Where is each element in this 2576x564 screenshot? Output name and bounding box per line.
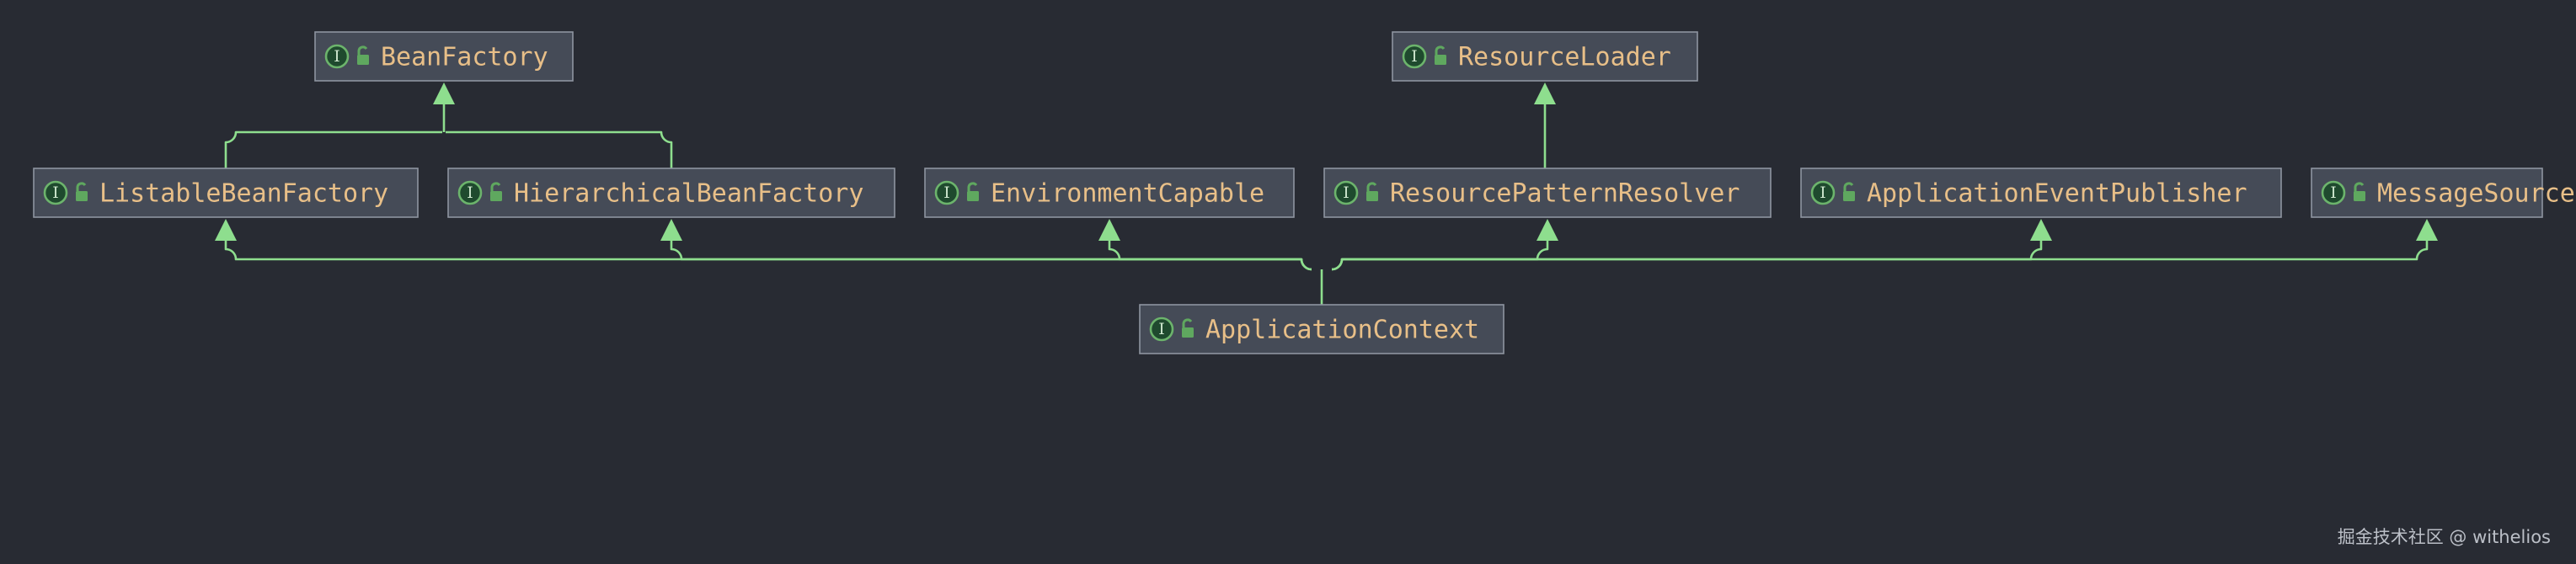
node-label: HierarchicalBeanFactory bbox=[514, 179, 863, 209]
node-label: BeanFactory bbox=[381, 43, 548, 72]
node-label: ResourceLoader bbox=[1458, 43, 1671, 72]
svg-text:I: I bbox=[943, 184, 950, 202]
node-background bbox=[1323, 168, 1772, 218]
svg-text:I: I bbox=[1158, 320, 1165, 338]
edge-arrowhead bbox=[2030, 219, 2052, 241]
svg-text:I: I bbox=[1411, 47, 1418, 66]
unlock-icon bbox=[1366, 182, 1378, 201]
svg-text:I: I bbox=[334, 47, 340, 66]
unlock-icon bbox=[1435, 45, 1446, 65]
svg-text:I: I bbox=[2330, 184, 2337, 202]
node-background bbox=[924, 168, 1295, 218]
edge-arrowhead bbox=[2416, 219, 2438, 241]
interface-icon: I bbox=[2321, 180, 2346, 205]
uml-node-applicationContext[interactable]: I ApplicationContext bbox=[1139, 304, 1504, 354]
edge-branch bbox=[1331, 241, 2043, 271]
edge-branch bbox=[224, 241, 1312, 271]
node-label: MessageSource bbox=[2377, 179, 2575, 209]
interface-icon: I bbox=[457, 180, 483, 205]
unlock-icon bbox=[2354, 182, 2365, 201]
svg-text:I: I bbox=[52, 184, 59, 202]
interface-icon: I bbox=[1402, 44, 1427, 69]
svg-text:I: I bbox=[1343, 184, 1349, 202]
unlock-icon bbox=[490, 182, 502, 201]
edge-branch bbox=[1331, 241, 1549, 271]
edge-arrowhead bbox=[1537, 219, 1558, 241]
node-background bbox=[1800, 168, 2282, 218]
edge-arrowhead bbox=[660, 219, 682, 241]
node-background bbox=[33, 168, 419, 218]
edge-group-applicationcontext bbox=[215, 219, 2438, 305]
edge-arrowhead bbox=[1098, 219, 1120, 241]
edge-branch bbox=[1331, 241, 2429, 271]
unlock-icon bbox=[76, 182, 88, 201]
uml-node-listableBeanFactory[interactable]: I ListableBeanFactory bbox=[33, 168, 419, 218]
svg-text:I: I bbox=[467, 184, 473, 202]
edge-arrowhead bbox=[215, 219, 237, 241]
unlock-icon bbox=[1843, 182, 1855, 201]
edge-branch bbox=[446, 130, 673, 168]
edge-branch bbox=[1108, 241, 1312, 271]
node-background bbox=[447, 168, 895, 218]
uml-node-environmentCapable[interactable]: I EnvironmentCapable bbox=[924, 168, 1295, 218]
node-label: ApplicationContext bbox=[1205, 316, 1479, 345]
interface-icon: I bbox=[43, 180, 68, 205]
node-label: ResourcePatternResolver bbox=[1390, 179, 1740, 209]
unlock-icon bbox=[1182, 318, 1194, 338]
edge-group-resourceloader bbox=[1534, 82, 1556, 168]
edge-arrowhead bbox=[433, 82, 455, 104]
interface-icon: I bbox=[934, 180, 959, 205]
node-background bbox=[1139, 304, 1504, 354]
interface-icon: I bbox=[1810, 180, 1836, 205]
edge-layer bbox=[215, 82, 2438, 305]
uml-node-resourceLoader[interactable]: I ResourceLoader bbox=[1392, 31, 1698, 82]
interface-icon: I bbox=[1333, 180, 1359, 205]
unlock-icon bbox=[967, 182, 979, 201]
edge-branch bbox=[224, 130, 442, 168]
interface-icon: I bbox=[1149, 317, 1174, 342]
uml-node-beanFactory[interactable]: I BeanFactory bbox=[314, 31, 574, 82]
uml-node-applicationEventPublisher[interactable]: I ApplicationEventPublisher bbox=[1800, 168, 2282, 218]
uml-node-resourcePatternResolver[interactable]: I ResourcePatternResolver bbox=[1323, 168, 1772, 218]
edge-arrowhead bbox=[1534, 82, 1556, 104]
node-label: ListableBeanFactory bbox=[99, 179, 388, 209]
watermark-text: 掘金技术社区 @ withelios bbox=[2337, 527, 2551, 547]
node-label: ApplicationEventPublisher bbox=[1867, 179, 2247, 209]
uml-node-hierarchicalBeanFactory[interactable]: I HierarchicalBeanFactory bbox=[447, 168, 895, 218]
node-label: EnvironmentCapable bbox=[991, 179, 1264, 209]
interface-icon: I bbox=[324, 44, 350, 69]
edge-group-beanfactory bbox=[224, 82, 673, 168]
unlock-icon bbox=[357, 45, 369, 65]
edge-branch bbox=[670, 241, 1312, 271]
node-background bbox=[2311, 168, 2543, 218]
svg-text:I: I bbox=[1820, 184, 1826, 202]
uml-node-messageSource[interactable]: I MessageSource bbox=[2311, 168, 2575, 218]
